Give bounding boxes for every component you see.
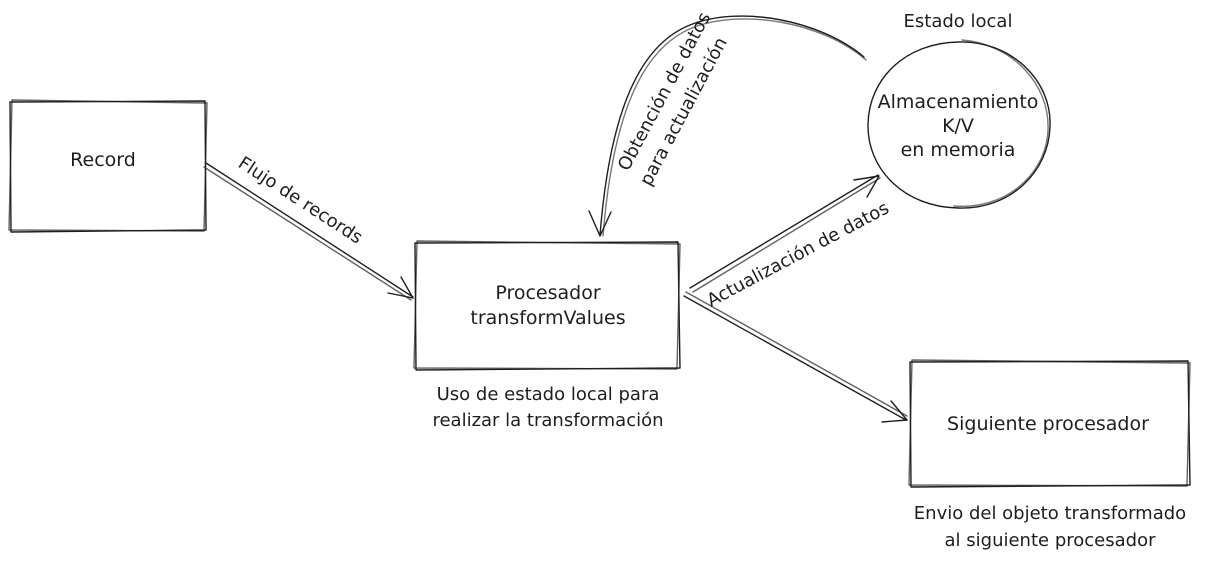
next-note-line1: Envio del objeto transformado	[914, 503, 1186, 524]
processor-label-line2: transformValues	[470, 307, 625, 329]
next-processor-label: Siguiente procesador	[947, 413, 1149, 435]
edge-store-to-processor: Obtención de datos para actualización	[588, 9, 867, 237]
processor-node: Procesador transformValues	[413, 240, 681, 371]
record-label: Record	[70, 149, 136, 171]
edge-processor-to-store: Actualización de datos	[689, 174, 893, 312]
kv-store-label-line3: en memoria	[901, 139, 1016, 161]
kv-store-label-line2: K/V	[942, 115, 974, 137]
processor-label-line1: Procesador	[495, 282, 601, 304]
edge-processor-to-next	[683, 291, 908, 423]
edge-record-to-processor-label: Flujo de records	[234, 153, 366, 249]
kv-store-node: Almacenamiento K/V en memoria	[867, 39, 1051, 209]
edge-record-to-processor: Flujo de records	[203, 153, 414, 301]
edge-processor-to-store-label: Actualización de datos	[703, 198, 892, 312]
next-processor-node: Siguiente procesador	[908, 359, 1191, 488]
local-state-label: Estado local	[904, 11, 1013, 32]
processor-note-line2: realizar la transformación	[432, 410, 663, 431]
record-node: Record	[8, 99, 208, 233]
next-note-line2: al siguiente procesador	[945, 530, 1157, 551]
processor-note-line1: Uso de estado local para	[437, 384, 660, 405]
kv-store-label-line1: Almacenamiento	[878, 91, 1039, 113]
